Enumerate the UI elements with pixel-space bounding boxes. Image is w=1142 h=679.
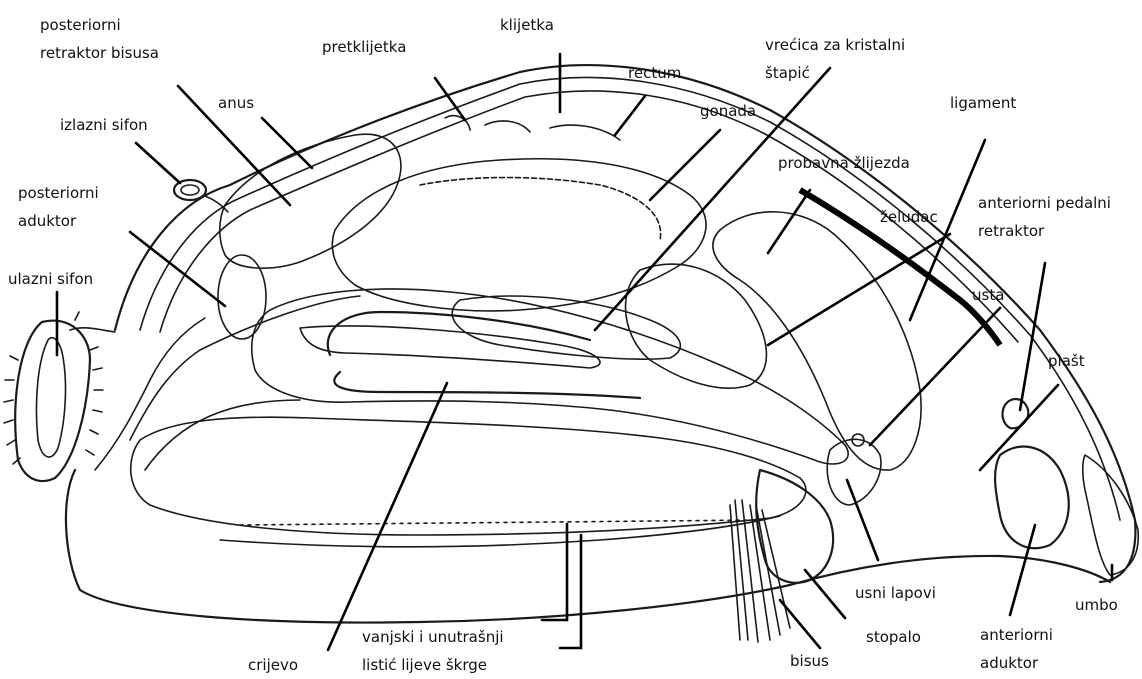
intestine-loop [300, 326, 600, 368]
leader-lines [57, 54, 1112, 650]
label-exhalant-siphon: izlazni sifon [60, 116, 148, 134]
label-posterior-byssus-retractor-line2: retraktor bisusa [40, 44, 159, 62]
gill-lamellae [131, 417, 806, 535]
label-byssus: bisus [790, 652, 829, 670]
label-anterior-pedal-retractor-line1: anteriorni pedalni [978, 194, 1111, 212]
label-anterior-adductor-line2: aduktor [980, 654, 1039, 672]
label-labial-palps: usni lapovi [855, 584, 936, 602]
label-gonad: gonada [700, 102, 756, 120]
label-umbo: umbo [1075, 596, 1118, 614]
shell-outline [66, 65, 1135, 622]
label-stomach: želudac [880, 208, 938, 226]
umbo [1083, 455, 1139, 575]
label-atrium: pretklijetka [322, 38, 406, 56]
label-intestine: crijevo [248, 656, 298, 674]
exhalant-siphon [174, 180, 228, 212]
label-posterior-adductor-line1: posteriorni [18, 184, 99, 202]
label-crystalline-style-sac-line2: štapić [765, 64, 810, 82]
label-gill-lamellae-line1: vanjski i unutrašnji [362, 628, 504, 646]
inhalant-siphon [4, 312, 115, 481]
label-ventricle: klijetka [500, 16, 554, 34]
label-inhalant-siphon: ulazni sifon [8, 270, 93, 288]
label-gill-lamellae-line2: listić lijeve škrge [362, 656, 487, 674]
label-rectum: rectum [628, 64, 681, 82]
anterior-pedal-retractor-muscle [1003, 399, 1029, 428]
gonad [332, 159, 706, 311]
label-anterior-pedal-retractor-line2: retraktor [978, 222, 1045, 240]
label-anus: anus [218, 94, 254, 112]
label-crystalline-style-sac-line1: vrećica za kristalni [765, 36, 905, 54]
heart [445, 116, 620, 140]
label-posterior-byssus-retractor-line1: posteriorni [40, 16, 121, 34]
label-foot: stopalo [866, 628, 921, 646]
posterior-byssus-retractor-muscle [220, 134, 401, 268]
label-ligament: ligament [950, 94, 1016, 112]
label-digestive-gland: probavna žlijezda [778, 154, 910, 172]
label-posterior-adductor-line2: aduktor [18, 212, 77, 230]
label-mantle: plašt [1048, 352, 1085, 370]
crystalline-style-sac [452, 296, 680, 359]
label-anterior-adductor-line1: anteriorni [980, 626, 1053, 644]
label-mouth: usta [972, 286, 1004, 304]
